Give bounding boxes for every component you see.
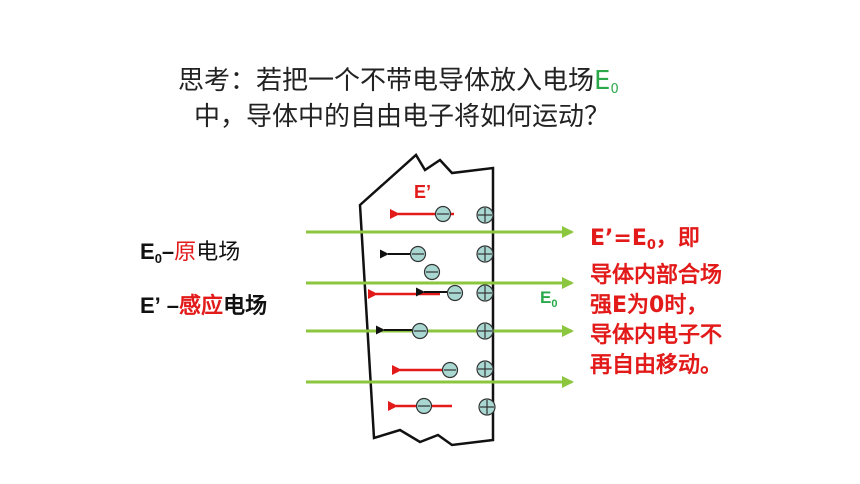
legend-induced-field: E’–感应电场 — [140, 293, 268, 319]
positive-charges — [476, 206, 496, 416]
negative-charge — [446, 284, 464, 302]
positive-charge — [476, 360, 494, 378]
negative-charge — [415, 397, 433, 415]
external-field-lines — [306, 226, 574, 388]
negative-charge — [434, 205, 452, 223]
negative-charge — [411, 322, 429, 340]
legend-original-symbol: E0 — [140, 239, 162, 266]
positive-charge — [476, 322, 494, 340]
positive-charge — [476, 284, 494, 302]
negative-charge — [409, 245, 427, 263]
induced-field-label: E’ — [414, 182, 432, 202]
question-line-2: 中，导体中的自由电子将如何运动？ — [194, 102, 611, 132]
negative-charge — [423, 263, 441, 281]
positive-charge — [478, 398, 496, 416]
positive-charge — [476, 245, 494, 263]
negative-charges — [409, 205, 464, 415]
note-line-5: 再自由移动。 — [590, 353, 723, 378]
explanation-note: E’=E0，即 导体内部合场 强E为0时， 导体内电子不 再自由移动。 — [590, 224, 722, 381]
positive-charge — [476, 206, 494, 224]
question-field-symbol: E0 — [594, 66, 619, 97]
external-field-label: E0 — [540, 288, 558, 310]
note-line-4: 导体内电子不 — [590, 323, 723, 348]
legend-original-field: E0–原电场 — [140, 239, 241, 266]
note-line-2: 导体内部合场 — [590, 263, 723, 288]
note-line-3: 强E为0时， — [590, 293, 709, 318]
induced-field-arrows — [368, 209, 454, 411]
question-line-1-prefix: 思考：若把一个不带电导体放入电场 — [178, 66, 595, 96]
conductor-outline — [358, 153, 495, 447]
negative-charge — [441, 361, 459, 379]
legend-induced-symbol: E’ — [140, 293, 161, 318]
note-line-1: E’=E0，即 — [590, 226, 700, 253]
question-line-1: 思考：若把一个不带电导体放入电场E0 — [178, 60, 619, 97]
electron-motion-arrows — [376, 249, 448, 335]
